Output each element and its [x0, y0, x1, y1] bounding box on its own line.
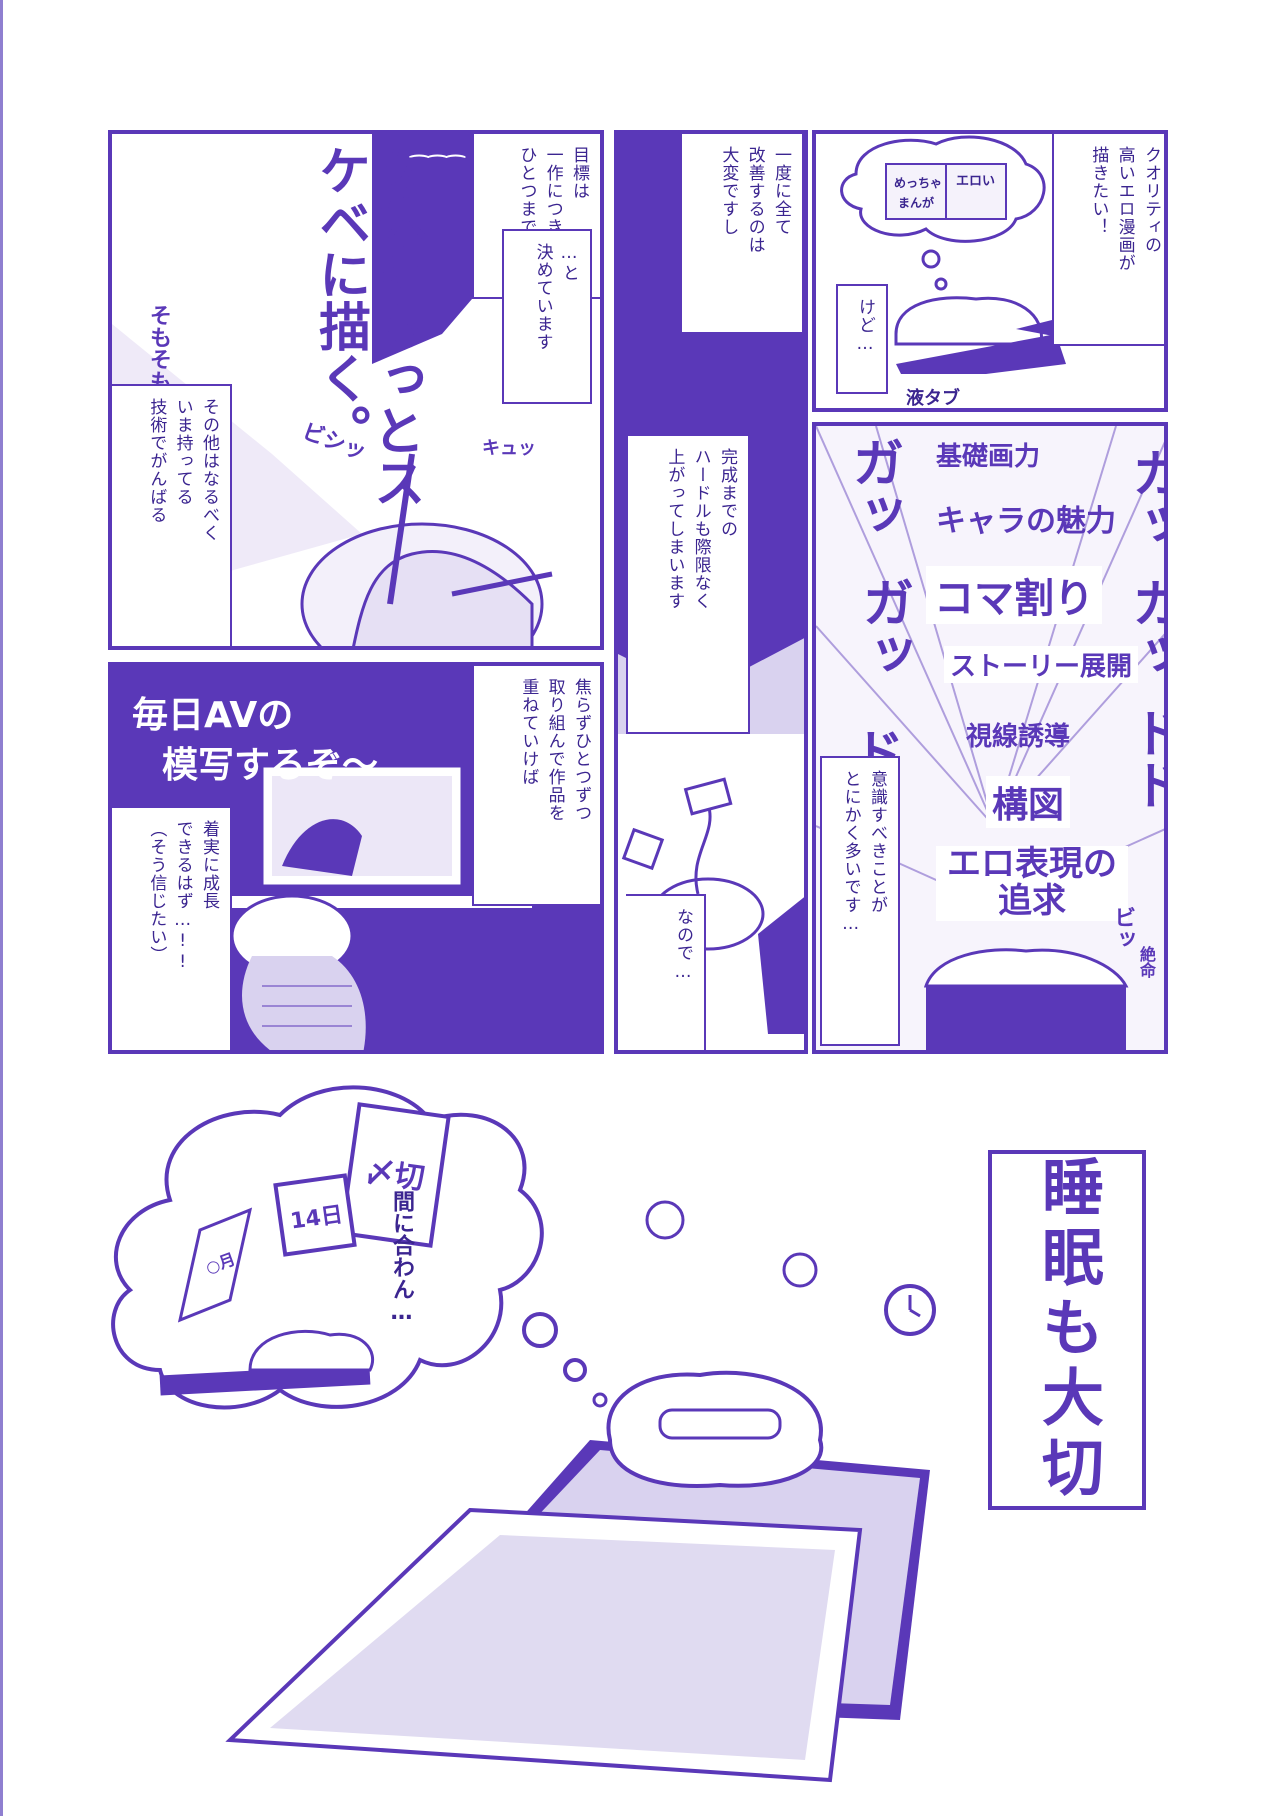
caption-improve-line-2: 改善するのは [744, 146, 765, 254]
caption-goal-line-1: 目標は [569, 146, 589, 200]
caption-goal-line-2: 一作につき [542, 146, 563, 236]
sleep-scene [111, 1085, 936, 1783]
panel-quality: めっちゃ エロい まんが 液タブ クオリティの 高いエロ漫画が 描きたい！ けど… [812, 130, 1168, 412]
caption-many-line-2: とにかく多いです… [840, 770, 861, 935]
book-text-1: めっちゃ [894, 176, 943, 190]
sfx-zetsumei: 絶命 [1137, 946, 1156, 978]
caption-growth-line-1: 着実に成長 [199, 820, 219, 910]
sfx-tie: キュッ [482, 438, 536, 459]
caption-hurdle-line-3: 上がってしまいます [664, 448, 685, 610]
caption-but-line-1: けど… [855, 298, 875, 355]
ellipsis-marks: ⁀⁀⁀ [410, 156, 465, 181]
item-character-appeal: キャラの魅力 [936, 504, 1116, 539]
caption-decided-line-2: 決めています [532, 243, 553, 351]
page-title-sleep: 睡眠も大切 [988, 1150, 1146, 1510]
caption-so-line-1: なので… [673, 908, 693, 983]
tablet-label: 液タブ [906, 388, 960, 409]
caption-improve-line-3: 大変ですし [718, 146, 739, 236]
caption-many: 意識すべきことが とにかく多いです… [820, 756, 900, 1046]
page-edge [0, 0, 3, 1816]
caption-decided-line-1: …と [559, 243, 579, 282]
side-handwriting: そもそも [146, 304, 171, 392]
daily-handwriting: 毎日AVの [132, 695, 294, 736]
caption-steady-line-2: 取り組んで作品を [544, 678, 565, 822]
caption-goal-line-3: ひとつまで [516, 146, 537, 236]
caption-hurdle-line-2: ハードルも際限なく [690, 448, 711, 610]
caption-other: その他はなるべく いま持ってる 技術でがんばる [112, 384, 232, 646]
panel-steady: 毎日AVの 模写するぞ〜 焦らずひとつずつ 取り組んで作品を 重ねていけば 着実… [108, 662, 604, 1054]
sfx-gaa-left-1: ガッ [843, 436, 903, 540]
item-basic-drawing: 基礎画力 [936, 442, 1041, 472]
caption-other-line-2: いま持ってる [172, 398, 193, 506]
item-panel-layout: コマ割り [926, 566, 1102, 624]
copy-handwriting: 模写するぞ〜 [162, 745, 379, 786]
sfx-gaa-left-2: ガッ [853, 576, 913, 680]
caption-other-line-1: その他はなるべく [199, 398, 219, 542]
item-eye-guidance: 視線誘導 [966, 722, 1071, 752]
caption-growth-line-2: できるはず…!! [172, 820, 193, 973]
caption-improve: 一度に全て 改善するのは 大変ですし [680, 134, 804, 334]
book-text-2: エロい [956, 174, 996, 189]
caption-other-line-3: 技術でがんばる [146, 398, 167, 524]
caption-but: けど… [836, 284, 888, 394]
caption-quality-line-2: 高いエロ漫画が [1114, 146, 1135, 272]
caption-hurdle-line-1: 完成までの [717, 448, 737, 538]
item-erotic-expression: エロ表現の追求 [936, 845, 1128, 921]
thought-text: 間に合わん… [389, 1190, 414, 1325]
caption-quality: クオリティの 高いエロ漫画が 描きたい！ [1052, 134, 1164, 346]
sfx-gaa-right-1: ガッ [1123, 446, 1168, 550]
panel-goal: ⁀⁀⁀ 目標 女体をもっとスケベに描く。 そもそも ビシッ キュッ 目標は 一作… [108, 130, 604, 650]
caption-quality-line-3: 描きたい！ [1088, 146, 1109, 236]
goal-handwriting: 女体をもっとスケベに描く。 [309, 144, 425, 508]
caption-improve-line-1: 一度に全て [771, 146, 791, 236]
caption-growth-line-3: （そう信じたい） [146, 820, 167, 964]
sfx-bi: ビッ [1110, 906, 1135, 950]
caption-steady: 焦らずひとつずつ 取り組んで作品を 重ねていけば [472, 666, 600, 906]
sfx-dodo-right: ドド [1123, 706, 1168, 810]
caption-steady-line-1: 焦らずひとつずつ [571, 678, 591, 822]
caption-growth: 着実に成長 できるはず…!! （そう信じたい） [112, 806, 232, 1050]
item-story: ストーリー展開 [944, 646, 1139, 683]
caption-so: なので… [626, 894, 706, 1050]
caption-hurdle: 完成までの ハードルも際限なく 上がってしまいます [626, 434, 750, 734]
panel-many-art [816, 426, 1164, 1050]
caption-many-line-1: 意識すべきことが [867, 770, 887, 914]
caption-decided: …と 決めています [502, 229, 592, 404]
item-composition: 構図 [986, 776, 1071, 828]
panel-many-things: 基礎画力 キャラの魅力 コマ割り ストーリー展開 視線誘導 構図 エロ表現の追求… [812, 422, 1168, 1054]
panel-improve: 一度に全て 改善するのは 大変ですし 完成までの ハードルも際限なく 上がってし… [614, 130, 808, 1054]
caption-quality-line-1: クオリティの [1141, 146, 1161, 254]
caption-steady-line-3: 重ねていけば [518, 678, 539, 786]
sfx-gaa-right-2: ガッ [1123, 576, 1168, 680]
book-text-3: まんが [898, 196, 935, 210]
